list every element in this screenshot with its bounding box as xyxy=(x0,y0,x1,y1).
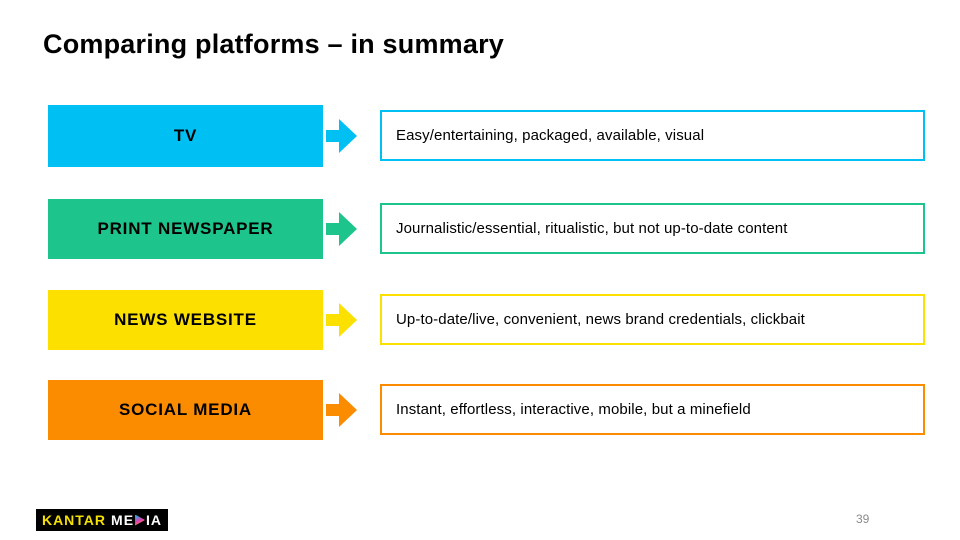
platform-description: Easy/entertaining, packaged, available, … xyxy=(396,127,705,144)
platform-description-box: Up-to-date/live, convenient, news brand … xyxy=(380,294,925,345)
platform-label-box: PRINT NEWSPAPER xyxy=(48,199,323,259)
page-number: 39 xyxy=(856,512,870,526)
platform-label-box: TV xyxy=(48,105,323,167)
right-arrow-icon xyxy=(326,393,357,427)
platform-description: Instant, effortless, interactive, mobile… xyxy=(396,401,751,418)
platform-description-box: Journalistic/essential, ritualistic, but… xyxy=(380,203,925,254)
platform-description-box: Instant, effortless, interactive, mobile… xyxy=(380,384,925,435)
platform-label: SOCIAL MEDIA xyxy=(118,400,253,419)
platform-description-box: Easy/entertaining, packaged, available, … xyxy=(380,110,925,161)
platform-label: TV xyxy=(173,126,198,145)
platform-description: Journalistic/essential, ritualistic, but… xyxy=(396,220,788,237)
platform-label-box: SOCIAL MEDIA xyxy=(48,380,323,440)
kantar-media-logo: KANTAR ME IA xyxy=(36,509,168,531)
logo-media-suffix: IA xyxy=(146,512,163,528)
play-triangle-icon xyxy=(135,514,146,526)
platform-row-social-media: SOCIAL MEDIA Instant, effortless, intera… xyxy=(48,380,925,440)
logo-media-prefix: ME xyxy=(111,512,135,528)
platform-label: NEWS WEBSITE xyxy=(114,310,257,329)
platform-row-tv: TV Easy/entertaining, packaged, availabl… xyxy=(48,105,925,167)
platform-row-news-website: NEWS WEBSITE Up-to-date/live, convenient… xyxy=(48,290,925,350)
right-arrow-icon xyxy=(326,212,357,246)
platform-row-print-newspaper: PRINT NEWSPAPER Journalistic/essential, … xyxy=(48,199,925,259)
logo-media-text: ME IA xyxy=(111,512,162,528)
right-arrow-icon xyxy=(326,303,357,337)
right-arrow-icon xyxy=(326,119,357,153)
platform-label: PRINT NEWSPAPER xyxy=(97,219,274,238)
platform-label-box: NEWS WEBSITE xyxy=(48,290,323,350)
logo-kantar-text: KANTAR xyxy=(41,512,107,528)
platform-description: Up-to-date/live, convenient, news brand … xyxy=(396,311,805,328)
page-title: Comparing platforms – in summary xyxy=(43,29,504,59)
